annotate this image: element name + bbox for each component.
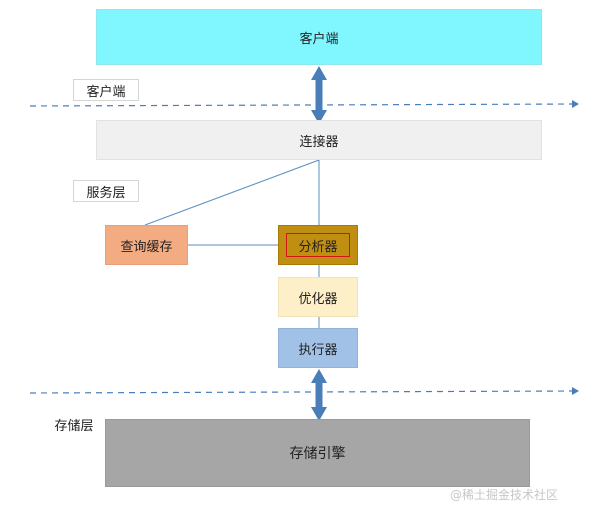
client-layer-label: 客户端 [73,79,139,101]
service-layer-label: 服务层 [73,180,139,202]
analyzer-node: 分析器 [278,225,358,265]
client-node: 客户端 [96,9,542,65]
executor-node: 执行器 [278,328,358,368]
optimizer-node: 优化器 [278,277,358,317]
storage-layer-divider [29,387,579,396]
storage-layer-label: 存储层 [54,418,94,434]
executor-storage-double-arrow [311,369,327,421]
watermark: @稀土掘金技术社区 [450,488,559,502]
connector-to-query-cache-line [144,159,320,226]
query-cache-node: 查询缓存 [105,225,188,265]
client-layer-divider [29,100,579,109]
client-connector-double-arrow [311,66,327,124]
connector-node: 连接器 [96,120,542,160]
analyzer-label: 分析器 [286,233,350,257]
storage-engine-node: 存储引擎 [105,419,530,487]
